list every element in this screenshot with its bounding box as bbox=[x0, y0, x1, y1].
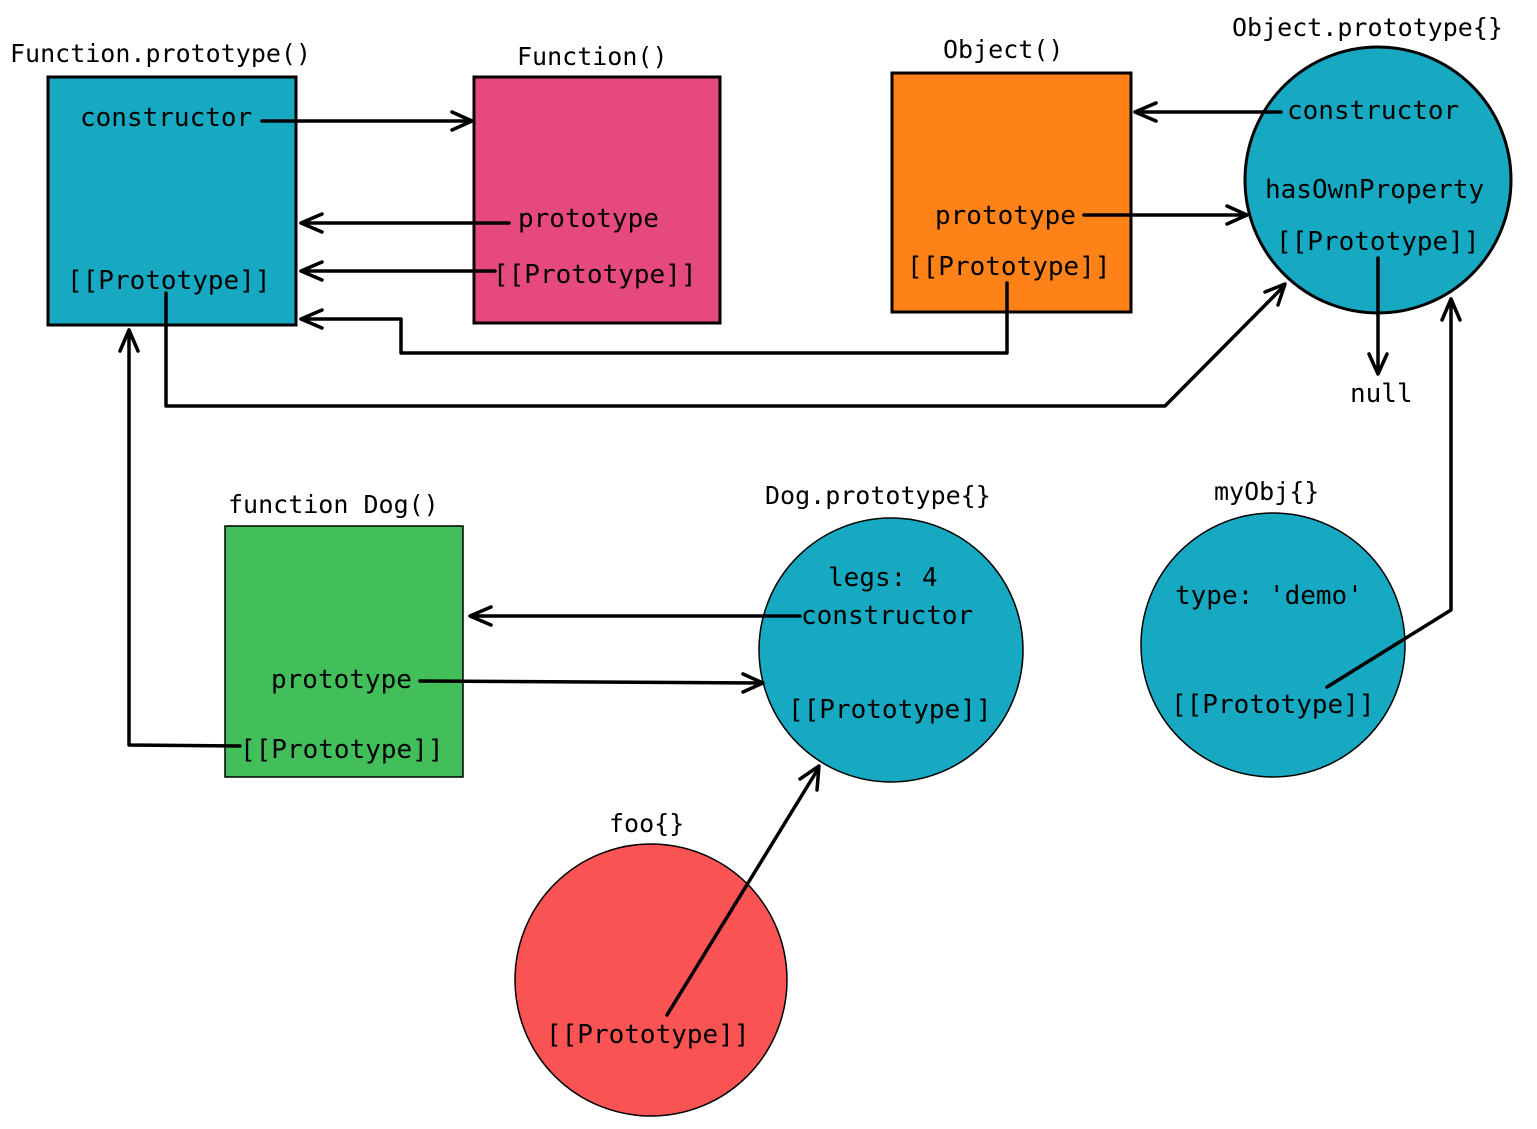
function-ctor-proto-label: [[Prototype]] bbox=[493, 260, 697, 290]
function-ctor-prototype-label: prototype bbox=[518, 204, 659, 234]
arrow-objproto-proto-to-null bbox=[1367, 256, 1389, 376]
dog-prototype-circle bbox=[758, 517, 1024, 783]
dog-ctor-title: function Dog() bbox=[228, 490, 439, 519]
arrow-foo-proto-to-dogproto bbox=[665, 764, 821, 1017]
arrow-object-prototype-to-objproto bbox=[1082, 204, 1249, 226]
dog-ctor-proto-label: [[Prototype]] bbox=[240, 735, 444, 765]
null-label: null bbox=[1350, 379, 1413, 409]
function-prototype-box bbox=[46, 75, 298, 327]
arrow-fnproto-constructor-to-function bbox=[260, 110, 474, 132]
object-prototype-method-label: hasOwnProperty bbox=[1265, 175, 1484, 205]
function-ctor-title: Function() bbox=[517, 42, 668, 71]
arrow-object-proto-to-fnproto bbox=[299, 281, 1009, 355]
my-obj-type-label: type: 'demo' bbox=[1175, 581, 1363, 611]
foo-circle bbox=[514, 843, 788, 1117]
dog-prototype-legs-label: legs: 4 bbox=[828, 563, 938, 593]
node-function-prototype: Function.prototype() constructor [[Proto… bbox=[10, 39, 311, 327]
arrow-myobj-proto-to-objproto bbox=[1325, 297, 1462, 689]
arrow-objproto-constructor-to-object bbox=[1133, 101, 1283, 123]
function-prototype-proto-label: [[Prototype]] bbox=[67, 266, 271, 296]
object-prototype-proto-label: [[Prototype]] bbox=[1276, 227, 1480, 257]
object-ctor-prototype-label: prototype bbox=[935, 201, 1076, 231]
my-obj-proto-label: [[Prototype]] bbox=[1171, 690, 1375, 720]
node-object-ctor: Object() prototype [[Prototype]] bbox=[890, 35, 1133, 314]
node-function-ctor: Function() prototype [[Prototype]] bbox=[472, 42, 722, 325]
object-ctor-title: Object() bbox=[943, 35, 1063, 64]
foo-proto-label: [[Prototype]] bbox=[546, 1020, 750, 1050]
my-obj-circle bbox=[1140, 512, 1406, 778]
object-ctor-proto-label: [[Prototype]] bbox=[907, 252, 1111, 282]
function-ctor-box bbox=[472, 75, 722, 325]
object-ctor-box bbox=[890, 71, 1133, 314]
arrow-dog-prototype-to-dogproto bbox=[418, 672, 765, 694]
dog-prototype-constructor-label: constructor bbox=[801, 601, 973, 631]
arrow-dog-proto-to-fnproto bbox=[118, 328, 242, 748]
dog-ctor-prototype-label: prototype bbox=[271, 665, 412, 695]
node-foo: foo{} [[Prototype]] bbox=[514, 809, 788, 1117]
my-obj-title: myObj{} bbox=[1214, 477, 1319, 506]
function-prototype-constructor-label: constructor bbox=[80, 103, 252, 133]
arrow-function-proto-to-fnproto bbox=[299, 260, 497, 282]
arrow-dogproto-constructor-to-dog bbox=[468, 605, 802, 627]
node-object-prototype: Object.prototype{} constructor hasOwnPro… bbox=[1232, 13, 1513, 315]
foo-title: foo{} bbox=[609, 809, 684, 838]
arrow-fnproto-proto-to-objproto bbox=[164, 282, 1287, 408]
object-prototype-constructor-label: constructor bbox=[1287, 96, 1459, 126]
object-prototype-title: Object.prototype{} bbox=[1232, 13, 1503, 42]
node-my-obj: myObj{} type: 'demo' [[Prototype]] bbox=[1140, 477, 1406, 778]
dog-prototype-proto-label: [[Prototype]] bbox=[788, 695, 992, 725]
dog-ctor-box bbox=[224, 525, 464, 778]
node-dog-ctor: function Dog() prototype [[Prototype]] bbox=[224, 490, 464, 778]
arrow-function-prototype-to-fnproto bbox=[299, 212, 511, 234]
function-prototype-title: Function.prototype() bbox=[10, 39, 311, 68]
node-dog-prototype: Dog.prototype{} legs: 4 constructor [[Pr… bbox=[758, 481, 1024, 783]
dog-prototype-title: Dog.prototype{} bbox=[765, 481, 991, 510]
